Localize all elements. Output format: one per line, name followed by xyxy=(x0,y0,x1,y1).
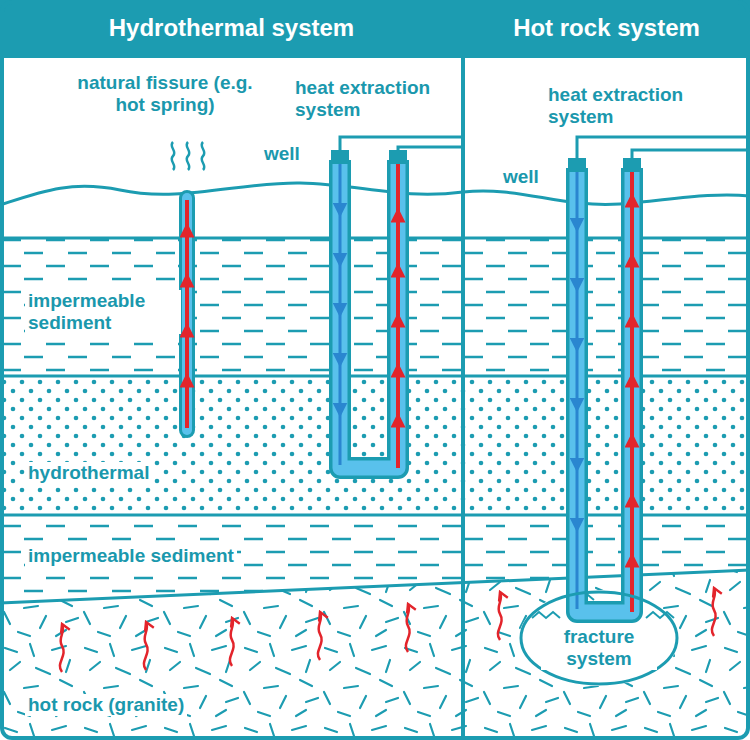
layer-label: impermeable sediment xyxy=(25,290,181,334)
heat-arrow xyxy=(230,618,234,666)
panel-heading: Hot rock system xyxy=(463,14,750,42)
system-panel: Hydrothermal system impermeable sediment h… xyxy=(0,0,463,740)
system-label: heat extraction system xyxy=(295,77,460,121)
bottom-flow xyxy=(579,610,632,614)
ground-surface xyxy=(463,191,750,205)
fissure-channel xyxy=(182,198,192,430)
production-flow xyxy=(396,164,400,468)
extraction-line xyxy=(340,137,463,152)
layer-label: hydrothermal xyxy=(25,462,152,484)
injection-flow xyxy=(339,164,342,465)
strata-band: impermeable sediment xyxy=(0,238,463,376)
fracture-ellipse: fracture system xyxy=(519,590,679,686)
steam-wisp xyxy=(202,142,205,170)
heat-arrow xyxy=(318,612,322,660)
feature-label: natural fissure (e.g. hot spring) xyxy=(68,72,262,116)
fracture-label: fracture system xyxy=(541,626,657,670)
bottom-flow xyxy=(342,466,398,470)
heat-arrow xyxy=(144,622,148,670)
steam-wisps xyxy=(172,142,205,170)
system-label: heat extraction system xyxy=(548,84,718,128)
extraction-line xyxy=(632,150,750,160)
well-label: well xyxy=(503,166,539,188)
well-pipe xyxy=(340,160,398,468)
well-head xyxy=(389,150,407,164)
well-outline xyxy=(340,160,398,468)
injection-flow xyxy=(576,172,579,609)
extraction-line xyxy=(398,147,463,152)
heat-arrow xyxy=(60,624,64,672)
rising-flow xyxy=(185,200,189,428)
well-head xyxy=(623,158,641,172)
well-head xyxy=(331,150,349,164)
steam-wisp xyxy=(172,142,175,170)
heat-arrow xyxy=(712,588,716,636)
fissure-outline xyxy=(179,198,195,430)
well-head xyxy=(568,158,586,172)
production-flow xyxy=(630,172,634,612)
heat-arrow xyxy=(406,604,410,652)
fracture-zigzag xyxy=(532,612,560,618)
layer-label: impermeable sediment xyxy=(25,545,237,567)
well-pipe xyxy=(577,168,632,612)
layer-label: hot rock (granite) xyxy=(25,694,187,716)
extraction-line xyxy=(577,137,750,160)
panel-heading: Hydrothermal system xyxy=(0,14,463,42)
heat-arrow xyxy=(498,592,502,640)
well-outline xyxy=(577,168,632,612)
strata-band: hydrothermal xyxy=(0,376,463,515)
well-label: well xyxy=(264,143,300,165)
steam-wisp xyxy=(187,142,190,170)
fracture-outline xyxy=(521,592,677,684)
header-bar xyxy=(0,0,750,58)
heat-arrows xyxy=(60,588,716,672)
strata-band: impermeable sediment xyxy=(0,515,463,587)
panel-divider xyxy=(461,0,465,740)
strata-band: hot rock (granite) xyxy=(0,590,463,740)
